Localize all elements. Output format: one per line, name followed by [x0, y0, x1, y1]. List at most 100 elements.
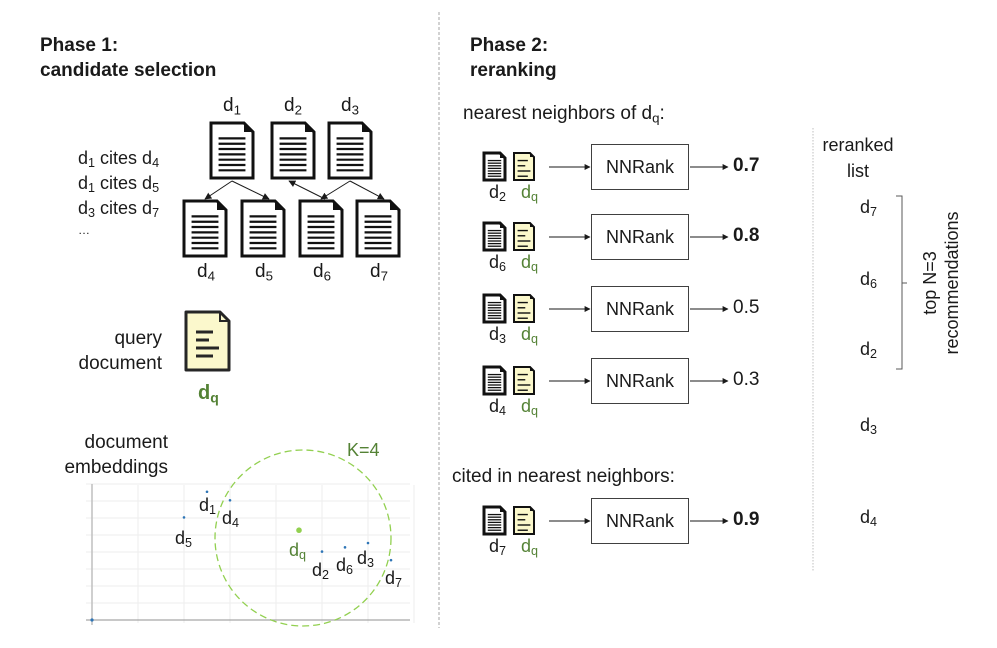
- nn-pair-1-score: 0.7: [733, 155, 760, 176]
- query-document-label: query document: [70, 326, 162, 376]
- graph-label-d6-sub: 6: [323, 268, 331, 284]
- pair-query-icon: [513, 222, 535, 251]
- nn-pair-4-score: 0.3: [733, 369, 760, 390]
- citation-source-sub: 3: [88, 206, 96, 221]
- embedding-label-d5-sub: 5: [185, 536, 193, 551]
- graph-label-d2: d2: [273, 95, 313, 117]
- embedding-label-dq: dq: [289, 540, 306, 561]
- nn-pair-3-score: 0.5: [733, 297, 760, 318]
- cited-pair-1-query-label: dq: [521, 536, 538, 557]
- knn-radius-circle: [214, 449, 392, 627]
- embedding-label-d4: d4: [222, 508, 239, 529]
- reranked-item-base: d: [860, 269, 871, 289]
- embedding-point-d6: [343, 546, 347, 549]
- nn-pair-1-doc-label-sub: 2: [499, 190, 507, 205]
- nn-pair-4-query-label-sub: q: [531, 404, 539, 419]
- citation-source-sub: 1: [88, 156, 96, 171]
- query-label-line2: document: [78, 353, 162, 374]
- citation-source: d: [78, 148, 89, 168]
- embedding-point-d3: [366, 541, 370, 545]
- embedding-label-d6-sub: 6: [346, 563, 354, 578]
- embedding-point-d2: [320, 550, 324, 553]
- document-icon-d4: [182, 199, 228, 258]
- nn-pair-2-doc-label-sub: 6: [499, 260, 507, 275]
- graph-label-d1-base: d: [223, 95, 234, 116]
- bracket-label-line2: recommendations: [942, 211, 962, 355]
- embedding-label-d3-base: d: [357, 548, 368, 569]
- graph-label-d4-base: d: [197, 261, 208, 282]
- nn-heading-suffix: :: [659, 103, 665, 124]
- document-icon-d6: [298, 199, 344, 258]
- pair-document-icon: [482, 505, 507, 536]
- graph-label-d3: d3: [330, 95, 370, 117]
- graph-label-d4-sub: 4: [207, 268, 215, 284]
- embedding-grid: [86, 483, 415, 623]
- cited-pair-1-score: 0.9: [733, 509, 760, 530]
- nn-pair-4-doc-label: d4: [489, 396, 506, 417]
- graph-label-d7: d7: [359, 261, 399, 283]
- embedding-label-d2-sub: 2: [322, 567, 330, 582]
- nn-pair-2-query-label-sub: q: [531, 260, 539, 275]
- reranked-item: d7: [860, 197, 877, 218]
- document-icon-d7: [355, 199, 401, 258]
- pair-query-icon: [513, 152, 535, 181]
- nn-pair-2-nnrank-box: NNRank: [591, 214, 689, 260]
- nn-pair-3-doc-label-base: d: [489, 324, 500, 344]
- query-doc-name-sub: q: [210, 389, 219, 406]
- pair-document-icon: [482, 151, 507, 182]
- embedding-label-dq-sub: q: [299, 548, 307, 563]
- cited-pair-1-nnrank-box: NNRank: [591, 498, 689, 544]
- document-icon-d3: [327, 121, 373, 180]
- embedding-point-d4: [228, 499, 232, 502]
- embedding-point-d5: [182, 516, 186, 519]
- citation-source: d: [78, 198, 89, 218]
- document-icon-d5: [240, 199, 286, 258]
- query-doc-name: dq: [198, 382, 219, 405]
- reranked-item-base: d: [860, 415, 871, 435]
- cited-pair-1-query-label-base: d: [521, 536, 532, 556]
- citation-edge-d1-d5: [231, 180, 270, 200]
- origin-point: [90, 618, 94, 622]
- cited-pair-1-doc-label-base: d: [489, 536, 500, 556]
- graph-label-d1: d1: [212, 95, 252, 117]
- pair-query-icon: [513, 294, 535, 323]
- nn-pair-1-query-label-base: d: [521, 182, 532, 202]
- graph-label-d3-base: d: [341, 95, 352, 116]
- nn-heading: nearest neighbors of dq:: [463, 103, 665, 125]
- embedding-label-dq-base: d: [289, 540, 300, 561]
- nn-pair-4-doc-label-base: d: [489, 396, 500, 416]
- pair-query-icon: [513, 506, 535, 535]
- nn-pair-3-query-label-base: d: [521, 324, 532, 344]
- citation-edge-d6-d2: [288, 180, 326, 200]
- nn-pair-1-nnrank-box: NNRank: [591, 144, 689, 190]
- reranked-item: d4: [860, 507, 877, 528]
- document-icon-d1: [209, 121, 255, 180]
- reranked-item-sub: 6: [870, 277, 878, 292]
- nn-pair-2-query-label-base: d: [521, 252, 532, 272]
- nn-pair-3-doc-label: d3: [489, 324, 506, 345]
- embedding-label-d7-sub: 7: [395, 576, 403, 591]
- nn-pair-3-nnrank-box: NNRank: [591, 286, 689, 332]
- citation-more: …: [78, 223, 90, 237]
- citation-source: d: [78, 173, 89, 193]
- phase1-title-line1: Phase 1:: [40, 35, 119, 56]
- citation-verb: cites d: [95, 148, 153, 168]
- nn-pair-2-score: 0.8: [733, 225, 760, 246]
- embedding-label-d6: d6: [336, 555, 353, 576]
- embedding-point-dq: [296, 527, 302, 534]
- graph-label-d5-sub: 5: [265, 268, 273, 284]
- reranked-item: d2: [860, 339, 877, 360]
- citation-row: d3 cites d7: [78, 196, 159, 221]
- nn-pair-4-doc-label-sub: 4: [499, 404, 507, 419]
- graph-label-d6: d6: [302, 261, 342, 283]
- embedding-label-d4-sub: 4: [232, 516, 240, 531]
- phase2-title: Phase 2: reranking: [470, 33, 557, 83]
- nn-pair-2-doc-label-base: d: [489, 252, 500, 272]
- citation-edge-d1-d4: [204, 180, 233, 200]
- embedding-label-d3-sub: 3: [367, 556, 375, 571]
- graph-label-d3-sub: 3: [351, 102, 359, 118]
